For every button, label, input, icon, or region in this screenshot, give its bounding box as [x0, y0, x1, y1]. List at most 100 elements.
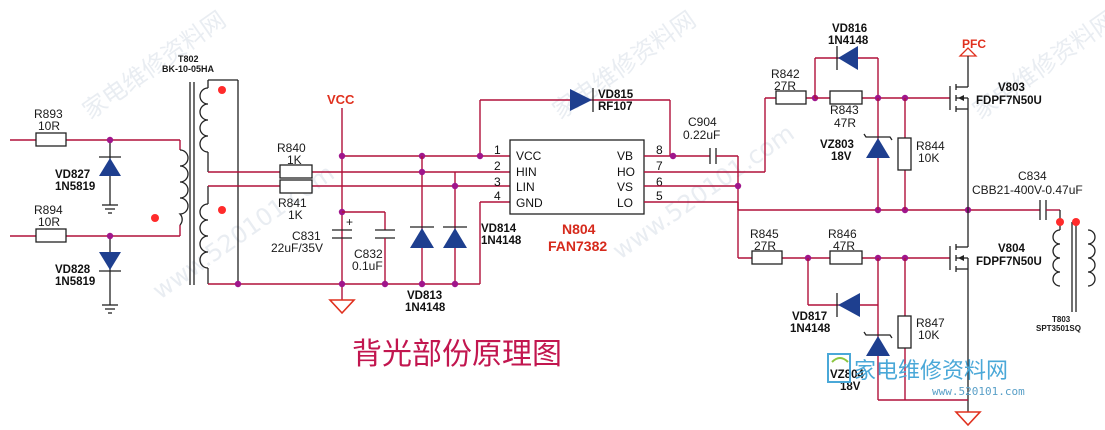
ic-pin8-name: VB: [617, 149, 633, 163]
vd828-value: 1N5819: [55, 276, 95, 288]
ic-part: FAN7382: [548, 238, 607, 254]
t803-ref: T803: [1052, 315, 1071, 324]
vz804-value: 18V: [840, 381, 861, 393]
watermark-text: 家电维修资料网: [967, 6, 1105, 125]
v804-value: FDPF7N50U: [976, 256, 1042, 268]
resistor-r844: [897, 137, 912, 171]
resistor-r840: [279, 164, 313, 179]
ground-icon: [102, 304, 118, 314]
vd827-value: 1N5819: [55, 181, 95, 193]
vd816-ref: VD816: [832, 23, 867, 35]
c904-value: 0.22uF: [683, 128, 720, 142]
diode-vd814: [443, 228, 467, 248]
ic-ref: N804: [562, 221, 596, 237]
resistor-r842: [775, 90, 807, 105]
c831-value: 22uF/35V: [271, 241, 323, 255]
resistor-r894: [35, 228, 67, 243]
r844-value: 10K: [918, 151, 939, 165]
r894-ref: R894: [34, 203, 63, 217]
transformer-t803: T803 SPT3501SQ: [1036, 210, 1096, 333]
transformer-t802: T802 BK-10-05HA: [151, 54, 239, 285]
diode-vd827: [99, 158, 121, 176]
vd815-ref: VD815: [598, 89, 634, 101]
ic-pin3-name: LIN: [516, 180, 535, 194]
diode-vd815: [570, 89, 592, 111]
vd817-value: 1N4148: [790, 323, 831, 335]
zener-vz804: [866, 336, 890, 356]
pfc-label: PFC: [962, 37, 986, 51]
mid-section: R840 1K R841 1K VCC + C831 22uF/35V C832…: [208, 88, 671, 315]
ic-pin7-name: HO: [617, 165, 635, 179]
diode-vd816: [838, 46, 858, 70]
logo-url: www.520101.com: [932, 385, 1025, 398]
diode-vd817: [838, 293, 860, 317]
r841-ref: R841: [278, 196, 307, 210]
r842-value: 27R: [774, 79, 796, 93]
ic-pin6-num: 6: [656, 175, 663, 189]
t802-ref: T802: [178, 54, 199, 64]
r840-value: 1K: [287, 153, 302, 167]
c834-ref: C834: [1018, 169, 1047, 183]
ground-icon: [102, 204, 118, 214]
r845-value: 27R: [754, 239, 776, 253]
c904-ref: C904: [688, 115, 717, 129]
t802-value: BK-10-05HA: [162, 64, 215, 74]
ic-pin7-num: 7: [656, 159, 663, 173]
c832-value: 0.1uF: [352, 259, 383, 273]
r843-value: 47R: [834, 116, 856, 130]
input-section: R893 10R VD827 1N5819 R894 10R VD828: [10, 107, 181, 314]
vd827-ref: VD827: [55, 169, 90, 181]
diode-vd828: [99, 252, 121, 270]
ic-pin1-name: VCC: [516, 149, 542, 163]
vz804-ref: VZ804: [830, 369, 864, 381]
r893-ref: R893: [34, 107, 63, 121]
resistor-r846: [829, 250, 863, 265]
vd817-ref: VD817: [792, 311, 827, 323]
resistor-r847: [897, 315, 912, 349]
r843-ref: R843: [830, 103, 859, 117]
output-section: C904 0.22uF R842 27R R843 47R VD816 1N41…: [644, 23, 1096, 427]
ic-pin1-num: 1: [494, 143, 501, 157]
ic-pin4-num: 4: [494, 189, 501, 203]
vd814-value: 1N4148: [481, 235, 522, 247]
r841-value: 1K: [288, 208, 303, 222]
ic-pin4-name: GND: [516, 196, 543, 210]
resistor-r841: [279, 179, 313, 194]
ic-pin5-name: LO: [617, 196, 633, 210]
r846-ref: R846: [828, 227, 857, 241]
resistor-r843: [829, 90, 863, 105]
r893-value: 10R: [38, 119, 60, 133]
vz803-value: 18V: [831, 151, 852, 163]
r847-value: 10K: [918, 328, 939, 342]
r842-ref: R842: [771, 67, 800, 81]
r847-ref: R847: [916, 316, 945, 330]
ground-icon: [328, 299, 356, 315]
v803-ref: V803: [998, 82, 1025, 94]
r844-ref: R844: [916, 139, 945, 153]
r840-ref: R840: [277, 141, 306, 155]
c831-polarity: +: [346, 215, 353, 229]
c831-ref: C831: [292, 229, 321, 243]
vd813-value: 1N4148: [405, 302, 446, 314]
c832-ref: C832: [354, 247, 383, 261]
v804-ref: V804: [998, 243, 1025, 255]
vcc-label: VCC: [327, 92, 355, 107]
vd814-ref: VD814: [481, 223, 517, 235]
logo-text: 家电维修资料网: [854, 359, 1008, 384]
ic-pin8-num: 8: [656, 143, 663, 157]
vd828-ref: VD828: [55, 264, 91, 276]
r846-value: 47R: [833, 239, 855, 253]
c834-value: CBB21-400V-0.47uF: [972, 183, 1083, 197]
ic-pin6-name: VS: [617, 180, 633, 194]
vz803-ref: VZ803: [820, 139, 854, 151]
diode-vd813: [410, 228, 434, 248]
v803-value: FDPF7N50U: [976, 95, 1042, 107]
r894-value: 10R: [38, 215, 60, 229]
diagram-title: 背光部份原理图: [352, 337, 562, 372]
vd813-ref: VD813: [407, 290, 442, 302]
zener-vz803: [866, 138, 890, 158]
ic-pin5-num: 5: [656, 189, 663, 203]
site-logo: 家电维修资料网 www.520101.com: [827, 353, 1025, 398]
ic-pin2-name: HIN: [516, 165, 537, 179]
